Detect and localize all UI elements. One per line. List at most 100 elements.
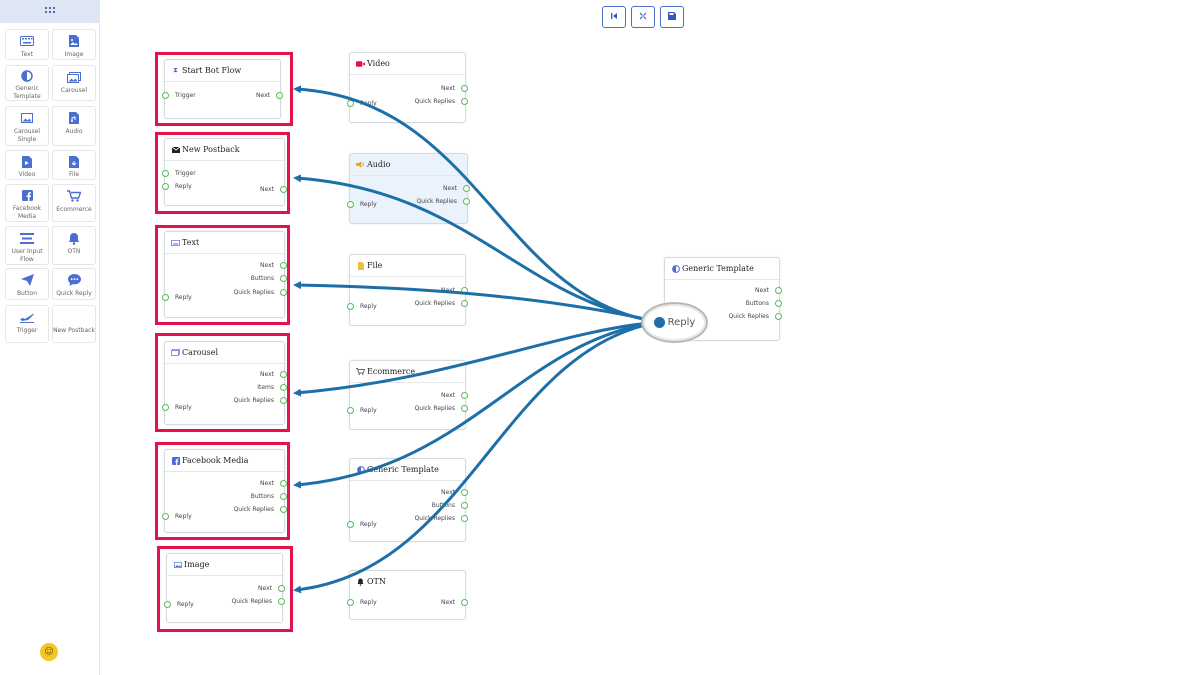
- output-port-quick-replies[interactable]: Quick Replies: [415, 98, 468, 105]
- output-port-quick-replies[interactable]: Quick Replies: [415, 515, 468, 522]
- node-facebook-media[interactable]: Facebook Media Next Buttons Quick Replie…: [162, 449, 287, 533]
- input-port-trigger[interactable]: Trigger: [162, 170, 196, 177]
- output-port-buttons[interactable]: Buttons: [251, 275, 287, 282]
- reply-handle-label: Reply: [667, 317, 696, 328]
- reply-handle[interactable]: Reply: [641, 302, 708, 343]
- sidebar-tile-video[interactable]: Video: [5, 150, 49, 180]
- sidebar-tile-image[interactable]: Image: [52, 29, 96, 60]
- output-port-quick-replies[interactable]: Quick Replies: [234, 289, 287, 296]
- sidebar-tile-label: Button: [16, 290, 38, 297]
- reply-connector-dot[interactable]: [654, 317, 665, 328]
- connection-edge: [293, 320, 660, 489]
- output-port-next[interactable]: Next: [260, 480, 287, 487]
- hourglass-icon: ⧗: [173, 66, 178, 74]
- connection-edge: [293, 281, 660, 324]
- node-otn[interactable]: OTN Reply Next: [347, 570, 468, 620]
- output-port-next[interactable]: Next: [441, 599, 468, 606]
- sidebar-tile-label: Ecommerce: [56, 206, 92, 213]
- sidebar-tile-audio[interactable]: Audio: [52, 106, 96, 146]
- output-port-next[interactable]: Next: [755, 287, 782, 294]
- input-port-reply[interactable]: Reply: [347, 521, 377, 528]
- sidebar-tile-label: Generic Template: [13, 85, 41, 100]
- fit-button[interactable]: [631, 6, 655, 28]
- image-icon: [19, 111, 35, 125]
- output-port-next[interactable]: Next: [441, 85, 468, 92]
- reset-button[interactable]: [602, 6, 626, 28]
- fullscreen-icon: [639, 12, 647, 23]
- sidebar-tile-generic-template[interactable]: Generic Template: [5, 65, 49, 101]
- output-port-quick-replies[interactable]: Quick Replies: [415, 300, 468, 307]
- node-video[interactable]: Video Next Quick Replies Reply: [347, 52, 468, 123]
- grid-icon: [44, 5, 55, 18]
- connection-edge: [293, 320, 660, 594]
- node-title: Video: [356, 59, 390, 68]
- node-image[interactable]: Image Next Quick Replies Reply: [164, 553, 285, 623]
- input-port-reply[interactable]: Reply: [162, 294, 192, 301]
- sidebar-tile-user-input-flow[interactable]: User Input Flow: [5, 226, 49, 265]
- floppy-disk-icon: [668, 11, 676, 23]
- sidebar-tile-carousel[interactable]: Carousel: [52, 65, 96, 101]
- sidebar-tile-carousel-single[interactable]: Carousel Single: [5, 106, 49, 146]
- sidebar-tile-otn[interactable]: OTN: [52, 226, 96, 265]
- file-icon: [66, 155, 82, 168]
- output-port-next[interactable]: Next: [258, 585, 285, 592]
- sidebar-tile-text[interactable]: Text: [5, 29, 49, 60]
- sidebar-tile-label: OTN: [67, 248, 81, 255]
- node-ecommerce[interactable]: Ecommerce Next Quick Replies Reply: [347, 360, 468, 430]
- node-start-bot-flow[interactable]: ⧗Start Bot Flow Trigger Next: [162, 59, 283, 119]
- facebook-icon: [19, 189, 35, 202]
- input-port-reply[interactable]: Reply: [347, 599, 377, 606]
- sidebar-tile-label: Quick Reply: [56, 290, 92, 297]
- video-file-icon: [19, 155, 35, 168]
- cart-icon: [66, 189, 82, 203]
- sidebar-tile-trigger[interactable]: Trigger: [5, 305, 49, 343]
- sidebar-tile-ecommerce[interactable]: Ecommerce: [52, 184, 96, 222]
- input-port-reply[interactable]: Reply: [347, 100, 377, 107]
- audio-file-icon: [66, 111, 82, 125]
- input-port-reply[interactable]: Reply: [162, 183, 192, 190]
- output-port-next[interactable]: Next: [260, 262, 287, 269]
- output-port-next[interactable]: Next: [260, 371, 287, 378]
- brand-logo: ☺: [40, 643, 58, 661]
- sidebar: Text Image Generic Template Carousel Car…: [0, 0, 100, 675]
- output-port-quick-replies[interactable]: Quick Replies: [234, 397, 287, 404]
- output-port-quick-replies[interactable]: Quick Replies: [232, 598, 285, 605]
- output-port-quick-replies[interactable]: Quick Replies: [234, 506, 287, 513]
- input-port-reply[interactable]: Reply: [347, 303, 377, 310]
- node-new-postback[interactable]: New Postback Trigger Reply Next: [162, 138, 287, 206]
- output-port-next[interactable]: Next: [441, 392, 468, 399]
- output-port-quick-replies[interactable]: Quick Replies: [729, 313, 782, 320]
- node-carousel[interactable]: Carousel Next Items Quick Replies Reply: [162, 341, 287, 425]
- output-port-buttons[interactable]: Buttons: [251, 493, 287, 500]
- sidebar-header[interactable]: [0, 0, 99, 23]
- sidebar-tile-label: Audio: [65, 128, 83, 135]
- input-port-trigger[interactable]: Trigger: [162, 92, 196, 99]
- facebook-icon: [171, 456, 180, 465]
- sidebar-tile-quick-reply[interactable]: Quick Reply: [52, 268, 96, 300]
- chat-icon: [66, 273, 82, 287]
- images-icon: [171, 349, 180, 357]
- output-port-next[interactable]: Next: [256, 92, 283, 99]
- output-port-next[interactable]: Next: [260, 186, 287, 193]
- node-text[interactable]: Text Next Buttons Quick Replies Reply: [162, 231, 287, 318]
- output-port-buttons[interactable]: Buttons: [746, 300, 782, 307]
- save-button[interactable]: [660, 6, 684, 28]
- output-port-next[interactable]: Next: [443, 185, 470, 192]
- output-port-quick-replies[interactable]: Quick Replies: [415, 405, 468, 412]
- output-port-next[interactable]: Next: [441, 489, 468, 496]
- sidebar-tile-button[interactable]: Button: [5, 268, 49, 300]
- output-port-items[interactable]: Items: [257, 384, 287, 391]
- node-title: Facebook Media: [171, 456, 249, 465]
- input-port-reply[interactable]: Reply: [162, 404, 192, 411]
- input-port-reply[interactable]: Reply: [347, 201, 377, 208]
- sidebar-tile-new-postback[interactable]: New Postback: [52, 305, 96, 343]
- input-port-reply[interactable]: Reply: [347, 407, 377, 414]
- output-port-quick-replies[interactable]: Quick Replies: [417, 198, 470, 205]
- node-title: Image: [173, 560, 209, 569]
- sidebar-tile-facebook-media[interactable]: Facebook Media: [5, 184, 49, 222]
- node-title: Ecommerce: [356, 367, 415, 376]
- sidebar-tile-file[interactable]: File: [52, 150, 96, 180]
- plane-icon: [19, 310, 35, 324]
- input-port-reply[interactable]: Reply: [162, 513, 192, 520]
- input-port-reply[interactable]: Reply: [164, 601, 194, 608]
